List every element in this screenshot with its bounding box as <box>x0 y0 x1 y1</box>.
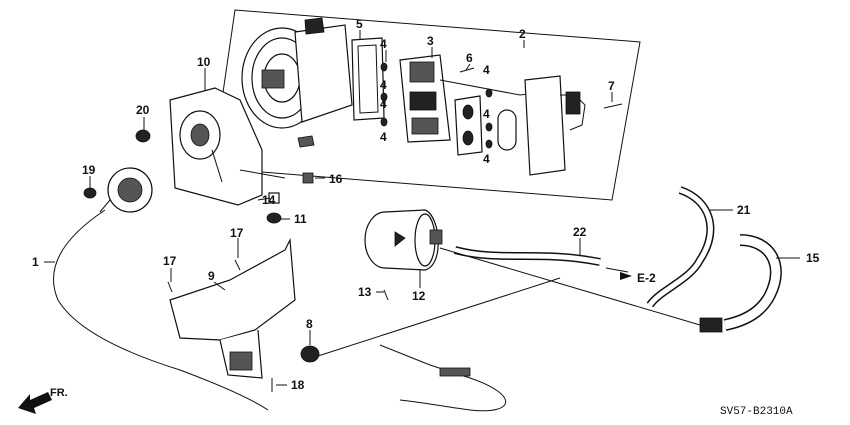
callout-15: 15 <box>806 251 820 265</box>
valve-bracket <box>454 95 483 156</box>
nut-19 <box>83 187 97 199</box>
bolt-17a <box>234 259 241 271</box>
callout-14: 14 <box>262 193 276 207</box>
callout-12: 12 <box>412 289 426 303</box>
callout-4-a: 4 <box>380 37 387 51</box>
front-arrow-icon <box>18 392 52 414</box>
callout-16: 16 <box>329 172 343 186</box>
callout-7: 7 <box>608 79 615 93</box>
link-cable <box>379 344 506 412</box>
vacuum-pipe <box>439 247 701 326</box>
diagram-code: SV57-B2310A <box>720 406 793 418</box>
grommet-8 <box>300 345 320 363</box>
callout-19: 19 <box>82 163 96 177</box>
throttle-cable <box>53 209 269 411</box>
nut-20 <box>135 129 151 143</box>
actuator-bracket <box>169 87 286 206</box>
callout-11: 11 <box>294 212 307 226</box>
callout-1: 1 <box>32 255 39 269</box>
lower-bracket <box>169 237 296 379</box>
vacuum-tank <box>364 209 443 271</box>
washers <box>380 62 493 149</box>
callout-5: 5 <box>356 17 363 31</box>
reference-label: E-2 <box>637 271 656 285</box>
callout-10: 10 <box>197 55 211 69</box>
leader-lines <box>44 30 800 386</box>
bolt-13 <box>383 289 389 301</box>
direction-label: FR. <box>50 387 68 399</box>
control-unit <box>524 75 566 176</box>
callout-21: 21 <box>737 203 751 217</box>
screw-7 <box>603 103 623 109</box>
callout-4-b: 4 <box>380 78 387 92</box>
callout-2: 2 <box>519 27 526 41</box>
callout-4-c: 4 <box>380 97 387 111</box>
callout-17-b: 17 <box>163 254 177 268</box>
callout-20: 20 <box>136 103 150 117</box>
actuator-housing <box>241 17 353 148</box>
solenoid-valve <box>399 54 561 143</box>
callout-4-f: 4 <box>483 107 490 121</box>
reference-arrow-icon <box>620 272 632 280</box>
callout-4-g: 4 <box>483 152 490 166</box>
callout-9: 9 <box>208 269 215 283</box>
callout-4-e: 4 <box>483 63 490 77</box>
cable-actuator <box>99 167 153 213</box>
callout-4-d: 4 <box>380 130 387 144</box>
callout-8: 8 <box>306 317 313 331</box>
callout-22: 22 <box>573 225 587 239</box>
callout-17-a: 17 <box>230 226 244 240</box>
callout-3: 3 <box>427 34 434 48</box>
callout-6: 6 <box>466 51 473 65</box>
callout-18: 18 <box>291 378 305 392</box>
screw-6 <box>459 67 475 73</box>
callout-13: 13 <box>358 285 372 299</box>
bolt-16 <box>302 172 314 184</box>
bolt-17b <box>167 281 173 293</box>
grommet-11 <box>266 212 282 224</box>
